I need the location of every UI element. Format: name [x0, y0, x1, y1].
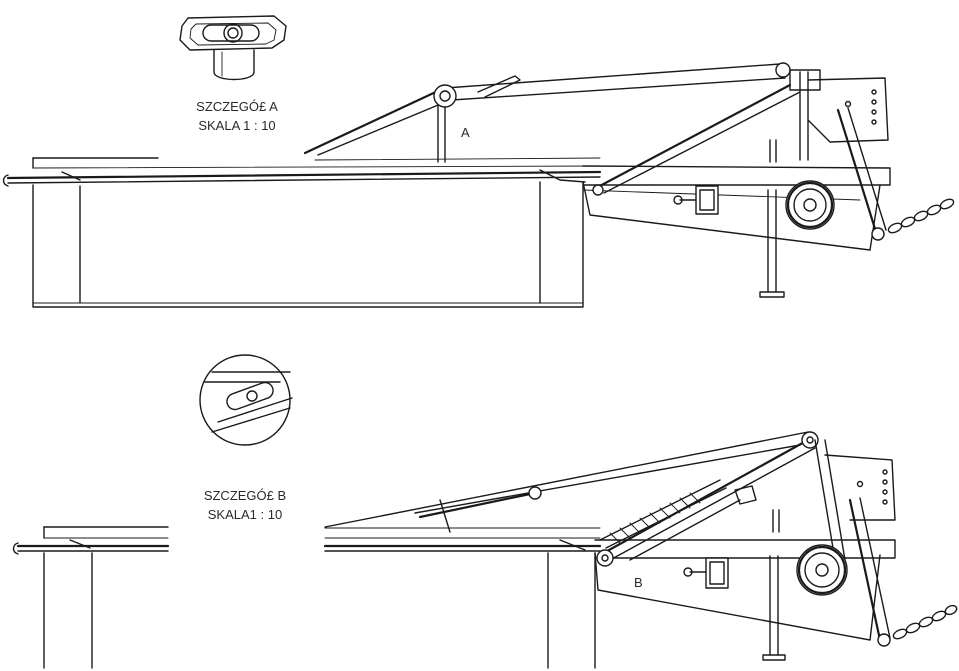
cutter-bar-housing-bottom	[43, 552, 596, 669]
frame-and-drive-bottom	[324, 431, 896, 661]
cutter-bar-bottom	[12, 526, 602, 555]
detail-a-inset	[179, 15, 287, 81]
detail-a-scale: SKALA 1 : 10	[198, 118, 275, 133]
safety-chain-top	[887, 198, 955, 234]
detail-b-title: SZCZEGÓ£ B	[204, 488, 286, 503]
cutter-bar-housing-top	[32, 181, 584, 308]
top-mower-view: SZCZEGÓ£ A SKALA 1 : 10 A	[2, 15, 955, 308]
detail-b-inset	[199, 354, 293, 446]
bottom-mower-view: SZCZEGÓ£ B SKALA1 : 10 B	[12, 354, 958, 669]
detail-a-marker: A	[461, 125, 470, 140]
detail-b-marker: B	[634, 575, 643, 590]
frame-and-drive-top	[303, 62, 891, 298]
detail-b-scale: SKALA1 : 10	[208, 507, 282, 522]
cutter-bar-top	[2, 157, 602, 187]
detail-a-title: SZCZEGÓ£ A	[196, 99, 278, 114]
safety-chain-bottom	[892, 604, 958, 640]
